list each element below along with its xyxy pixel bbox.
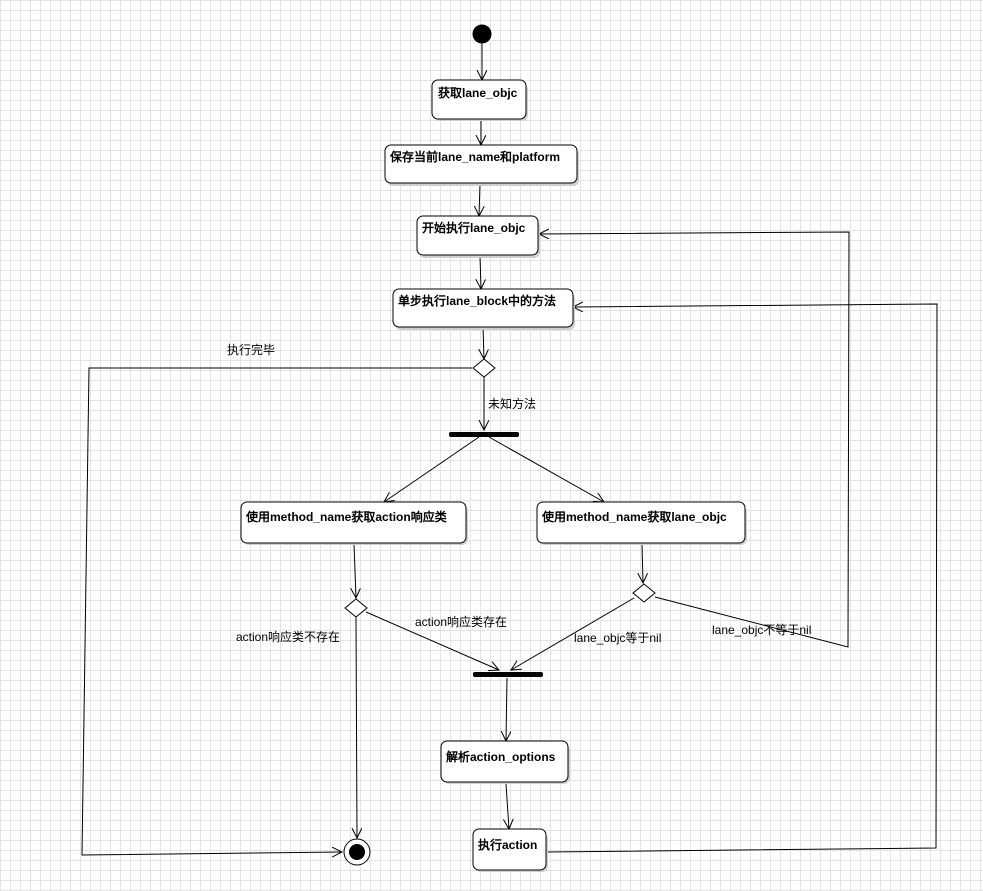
node-get-lane-label: 获取lane_objc: [437, 85, 518, 100]
label-action-class-missing: action响应类不存在: [236, 629, 340, 644]
edge-join-to-parse: [506, 677, 507, 741]
edge-action-class-to-decision: [354, 543, 356, 598]
node-exec-action: 执行action: [472, 828, 548, 872]
edge-lane-not-nil: [539, 232, 850, 648]
node-step-exec: 单步执行lane_block中的方法: [392, 288, 575, 330]
node-get-action-class-label: 使用method_name获取action响应类: [245, 509, 448, 524]
join-bar: [473, 672, 543, 677]
decision-step-result: [472, 358, 496, 378]
fork-bar: [449, 432, 519, 437]
node-get-lane-by-method: 使用method_name获取lane_objc: [536, 501, 747, 545]
label-unknown-method: 未知方法: [488, 396, 536, 411]
edge-action-class-exists: [365, 611, 499, 670]
edge-step-to-decision: [483, 326, 484, 359]
final-node: [343, 838, 371, 866]
edge-lane-by-method-to-decision: [642, 543, 643, 583]
node-start-exec-label: 开始执行lane_objc: [422, 220, 526, 235]
label-lane-is-nil: lane_objc等于nil: [574, 631, 661, 645]
node-parse-options: 解析action_options: [440, 740, 570, 784]
decision-lane-objc: [632, 583, 656, 603]
edge-start-exec-to-step: [480, 255, 481, 289]
node-get-lane-by-method-label: 使用method_name获取lane_objc: [541, 509, 727, 524]
node-get-action-class: 使用method_name获取action响应类: [240, 501, 468, 545]
node-step-exec-label: 单步执行lane_block中的方法: [398, 293, 556, 308]
edge-exec-done-to-final: [81, 367, 472, 855]
edge-action-class-missing: [356, 616, 357, 838]
label-exec-done: 执行完毕: [227, 342, 275, 357]
start-node: [472, 24, 492, 44]
edge-fork-to-lane-by-method: [488, 436, 604, 502]
node-start-exec: 开始执行lane_objc: [416, 215, 540, 258]
node-save-lane: 保存当前lane_name和platform: [384, 144, 579, 186]
label-action-class-exists: action响应类存在: [415, 614, 507, 629]
node-get-lane: 获取lane_objc: [431, 79, 528, 121]
node-save-lane-label: 保存当前lane_name和platform: [389, 149, 560, 164]
node-parse-options-label: 解析action_options: [446, 749, 556, 764]
edge-lane-is-nil: [511, 597, 635, 670]
edge-fork-to-action-class: [384, 436, 480, 502]
label-lane-not-nil: lane_objc不等于nil: [712, 623, 811, 637]
edge-exec-action-loop: [545, 304, 938, 853]
node-exec-action-label: 执行action: [478, 837, 537, 852]
decision-action-class: [344, 598, 368, 618]
edge-parse-to-exec-action: [506, 783, 509, 829]
edge-save-to-start-exec: [479, 183, 480, 216]
